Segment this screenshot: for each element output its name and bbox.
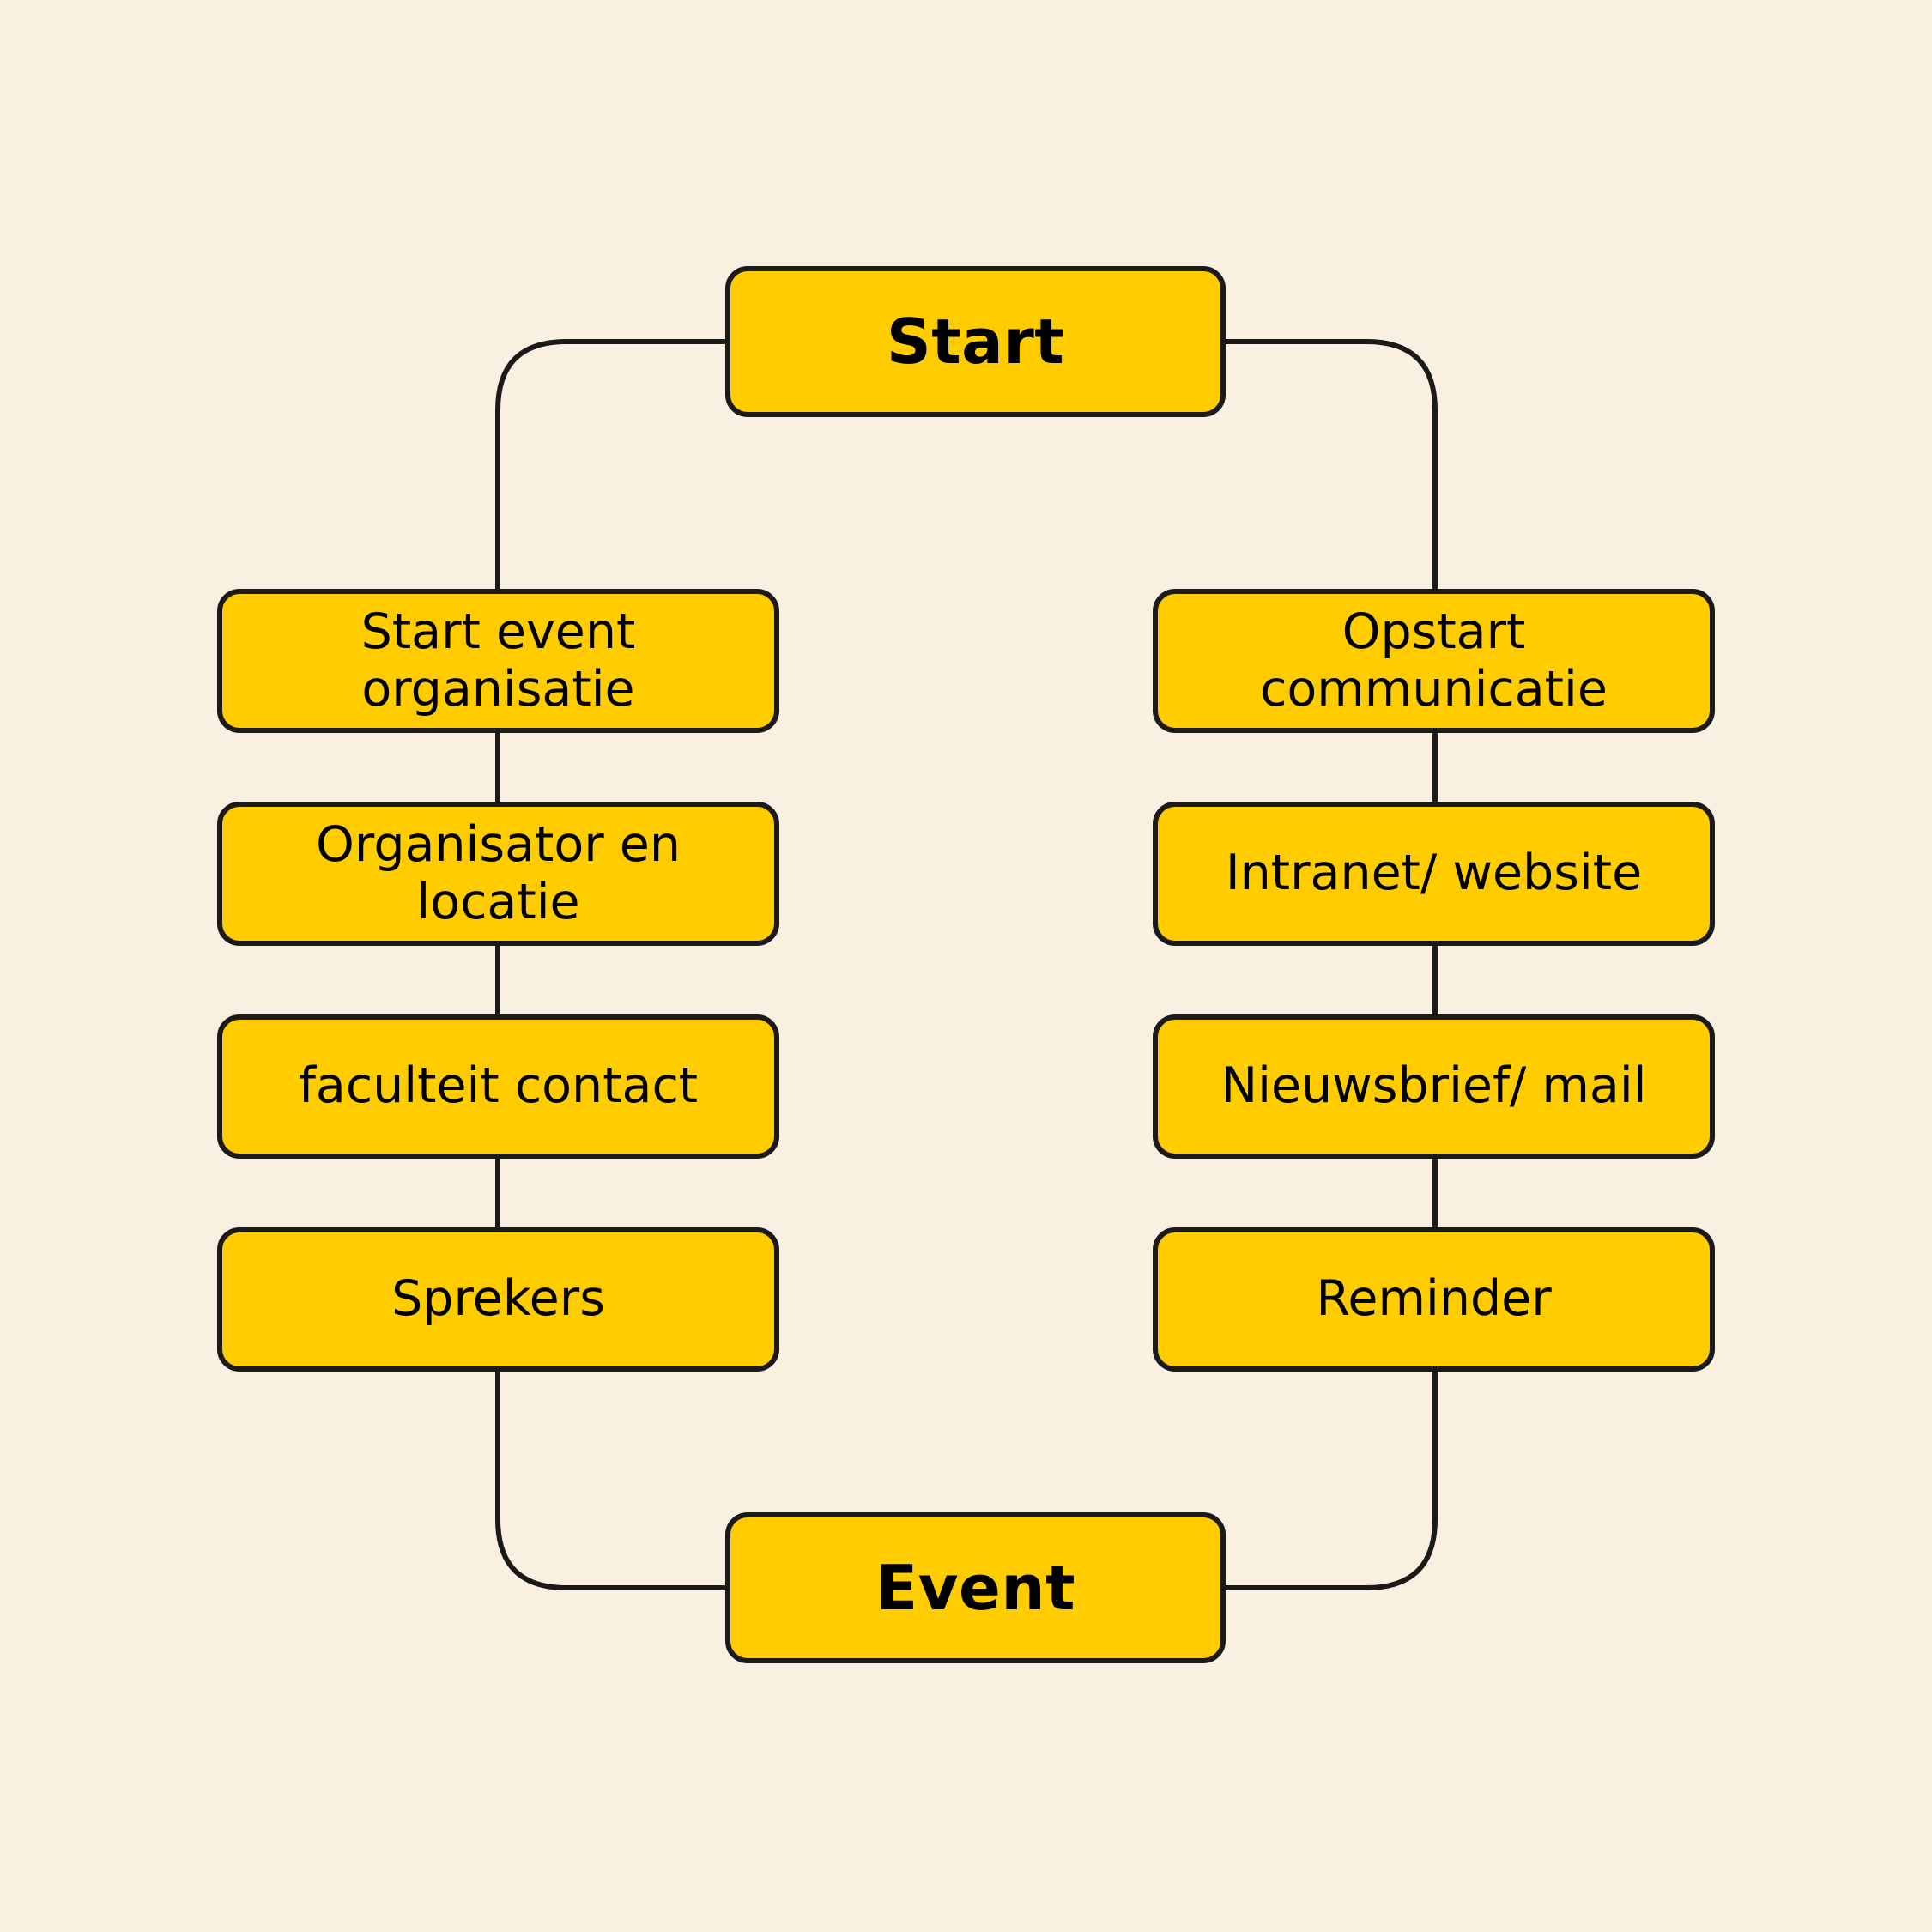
connector-left-branch-to-event <box>495 1370 725 1590</box>
node-faculteit-contact[interactable]: faculteit contact <box>217 1014 779 1159</box>
node-faculteit-contact-label: faculteit contact <box>298 1057 699 1115</box>
line-2: communicatie <box>1260 661 1608 718</box>
node-organisator-en-locatie[interactable]: Organisator en locatie <box>217 802 779 946</box>
connector-start-to-left-branch <box>495 339 725 591</box>
node-reminder[interactable]: Reminder <box>1153 1227 1715 1372</box>
node-opstart-communicatie-label: Opstart communicatie <box>1173 603 1694 719</box>
node-event[interactable]: Event <box>725 1512 1226 1663</box>
node-event-label: Event <box>875 1551 1076 1624</box>
node-start-label: Start <box>886 305 1065 378</box>
node-nieuwsbrief-mail-label: Nieuwsbrief/ mail <box>1220 1057 1647 1115</box>
node-sprekers[interactable]: Sprekers <box>217 1227 779 1372</box>
node-sprekers-label: Sprekers <box>391 1270 605 1328</box>
node-organisator-en-locatie-label: Organisator en locatie <box>238 816 759 932</box>
node-nieuwsbrief-mail[interactable]: Nieuwsbrief/ mail <box>1153 1014 1715 1159</box>
line-2: organisatie <box>361 661 635 718</box>
node-intranet-website-label: Intranet/ website <box>1225 845 1643 902</box>
node-opstart-communicatie[interactable]: Opstart communicatie <box>1153 589 1715 733</box>
node-start-event-organisatie[interactable]: Start event organisatie <box>217 589 779 733</box>
line-2: locatie <box>416 874 580 930</box>
line-1: Opstart <box>1341 603 1526 660</box>
line-1: Organisator en <box>316 815 681 873</box>
node-start[interactable]: Start <box>725 266 1226 417</box>
node-start-event-organisatie-label: Start event organisatie <box>238 603 759 719</box>
connector-start-to-right-branch <box>1226 339 1438 591</box>
node-intranet-website[interactable]: Intranet/ website <box>1153 802 1715 946</box>
node-reminder-label: Reminder <box>1316 1270 1552 1328</box>
line-1: Start event <box>360 603 636 660</box>
connector-right-branch-to-event <box>1226 1370 1438 1590</box>
